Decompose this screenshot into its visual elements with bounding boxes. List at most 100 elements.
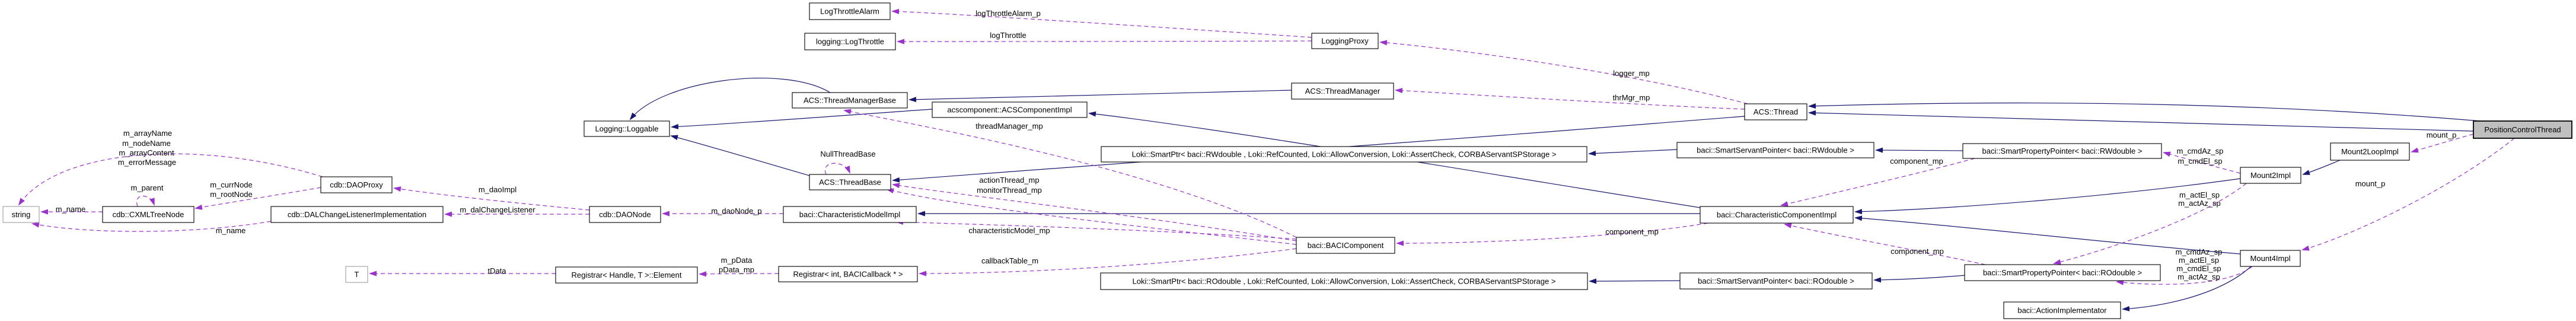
node-box-ssp_ro[interactable] [1679,272,1873,290]
node-box-characteristicmodelimpl[interactable] [783,206,917,223]
edge-daonode-to-daoproxy [393,186,590,211]
node-box-loggable[interactable] [584,120,670,137]
node-daoproxy[interactable]: cdb::DAOProxy [320,176,393,193]
node-label-bacicomponent: baci::BACIComponent [1308,241,1384,250]
edge-mount4impl-to-spp_ro [2116,266,2253,285]
edge-mount2impl-to-spp_ro [2053,183,2247,265]
node-loggable[interactable]: Logging::Loggable [584,120,670,137]
edge-label: m_pData [721,256,753,265]
node-box-logthrottle[interactable] [804,33,896,50]
node-ssp_ro[interactable]: baci::SmartServantPointer< baci::ROdoubl… [1679,272,1873,290]
node-registrar_int[interactable]: Registrar< int, BACICallback * > [778,266,918,282]
node-label-logthrottle: logging::LogThrottle [816,37,884,46]
node-threadbase[interactable]: ACS::ThreadBase [809,174,891,190]
node-box-mount4impl[interactable] [2240,250,2301,267]
node-acscomponentimpl[interactable]: acscomponent::ACSComponentImpl [932,101,1088,118]
node-box-bacicomponent[interactable] [1296,237,1395,254]
edge-mount2impl-to-characteristiccomponentimpl [1854,178,2241,215]
node-mount2loopimpl[interactable]: Mount2LoopImpl [2330,142,2410,161]
edge-label: logThrottle [990,31,1026,40]
node-box-dalchangelistener[interactable] [270,206,444,223]
node-box-threadmanagerbase[interactable] [792,92,908,109]
node-label-threadmanagerbase: ACS::ThreadManagerBase [804,96,896,105]
node-string[interactable]: string [2,206,40,223]
edge-label: pData_mp [719,265,754,274]
node-box-t[interactable] [345,266,368,283]
node-box-characteristiccomponentimpl[interactable] [1700,206,1854,224]
node-logthrottlealarm[interactable]: LogThrottleAlarm [809,2,891,20]
node-box-spp_rw[interactable] [1962,143,2162,159]
node-thread[interactable]: ACS::Thread [1744,103,1807,120]
node-label-threadmanager: ACS::ThreadManager [1305,87,1381,96]
node-threadmanager[interactable]: ACS::ThreadManager [1291,82,1394,100]
edge-spp_rw-to-ssp_rw [1875,147,1963,153]
node-cxmltreenode[interactable]: cdb::CXMLTreeNode [102,206,195,223]
edge-mount4impl-to-actionimplementator [2122,266,2252,312]
node-daonode[interactable]: cdb::DAONode [589,206,661,223]
edge-cxmltreenode-to-cxmltreenode [136,195,155,207]
node-characteristicmodelimpl[interactable]: baci::CharacteristicModelImpl [783,206,917,223]
edge-label: m_errorMessage [118,158,176,167]
node-spp_ro[interactable]: baci::SmartPropertyPointer< baci::ROdoub… [1964,264,2161,281]
node-bacicomponent[interactable]: baci::BACIComponent [1296,237,1395,254]
node-ssp_rw[interactable]: baci::SmartServantPointer< baci::RWdoubl… [1676,142,1874,158]
node-label-ssp_rw: baci::SmartServantPointer< baci::RWdoubl… [1697,146,1854,155]
node-label-thread: ACS::Thread [1754,107,1798,116]
edge-spp_ro-to-ssp_ro [1873,275,1965,283]
edge-label: m_arrayContent [119,148,174,157]
node-loki_rw[interactable]: Loki::SmartPtr< baci::RWdouble , Loki::R… [1101,146,1587,163]
edge-label: component_mp [1605,227,1659,236]
node-box-threadbase[interactable] [809,174,891,190]
node-box-threadmanager[interactable] [1291,82,1394,100]
edge-acscomponentimpl-to-loggable [671,109,933,129]
node-loggingproxy[interactable]: LoggingProxy [1311,33,1379,49]
node-box-loki_rw[interactable] [1101,146,1587,163]
node-spp_rw[interactable]: baci::SmartPropertyPointer< baci::RWdoub… [1962,143,2162,159]
edge-label: m_cmdAz_sp [2177,147,2224,155]
edge-label: m_daoNode_p [711,206,761,215]
node-logthrottle[interactable]: logging::LogThrottle [804,33,896,50]
node-registrar_element[interactable]: Registrar< Handle, T >::Element [555,266,698,284]
node-label-string: string [12,210,31,219]
node-box-registrar_int[interactable] [778,266,918,282]
node-positioncontrolthread: PositionControlThread [2473,120,2572,139]
node-label-acscomponentimpl: acscomponent::ACSComponentImpl [947,106,1072,115]
edge-threadbase-to-threadbase [824,163,850,175]
edge-positioncontrolthread-to-thread [1808,110,2474,132]
node-box-acscomponentimpl[interactable] [932,101,1088,118]
node-box-registrar_element[interactable] [555,266,698,284]
edge-dalchangelistener-to-string [31,221,272,232]
node-box-daoproxy[interactable] [320,176,393,193]
node-label-loggable: Logging::Loggable [595,125,659,134]
node-threadmanagerbase[interactable]: ACS::ThreadManagerBase [792,92,908,109]
node-box-ssp_rw[interactable] [1676,142,1874,158]
node-actionimplementator[interactable]: baci::ActionImplementator [2003,301,2121,319]
node-dalchangelistener[interactable]: cdb::DALChangeListenerImplementation [270,206,444,223]
node-box-actionimplementator[interactable] [2003,301,2121,319]
edge-label: mount_p [2427,131,2457,139]
edge-bacicomponent-to-threadbase [886,188,1297,245]
node-box-loki_ro[interactable] [1100,272,1588,290]
node-box-string[interactable] [2,206,40,223]
edge-label: m_dalChangeListener [460,205,535,214]
node-mount4impl[interactable]: Mount4Impl [2240,250,2301,267]
node-box-mount2loopimpl[interactable] [2330,142,2410,161]
node-box-mount2impl[interactable] [2240,167,2301,184]
node-loki_ro[interactable]: Loki::SmartPtr< baci::ROdouble , Loki::R… [1100,272,1588,290]
edge-labels-layer: logThrottleAlarm_plogThrottlelogger_mpth… [56,9,2457,281]
node-box-loggingproxy[interactable] [1311,33,1379,49]
node-box-spp_ro[interactable] [1964,264,2161,281]
edge-label: characteristicModel_mp [968,226,1050,235]
node-mount2impl[interactable]: Mount2Impl [2240,167,2301,184]
edge-bacicomponent-to-characteristicmodelimpl [895,219,1297,240]
node-box-logthrottlealarm[interactable] [809,2,891,20]
edge-label: NullThreadBase [820,150,875,158]
node-characteristiccomponentimpl[interactable]: baci::CharacteristicComponentImpl [1700,206,1854,224]
edge-label: actionThread_mp [979,176,1039,185]
node-t[interactable]: T [345,266,368,283]
node-box-cxmltreenode[interactable] [102,206,195,223]
node-box-daonode[interactable] [589,206,661,223]
node-box-thread[interactable] [1744,103,1807,120]
edge-mount2impl-to-spp_rw [2163,151,2241,174]
